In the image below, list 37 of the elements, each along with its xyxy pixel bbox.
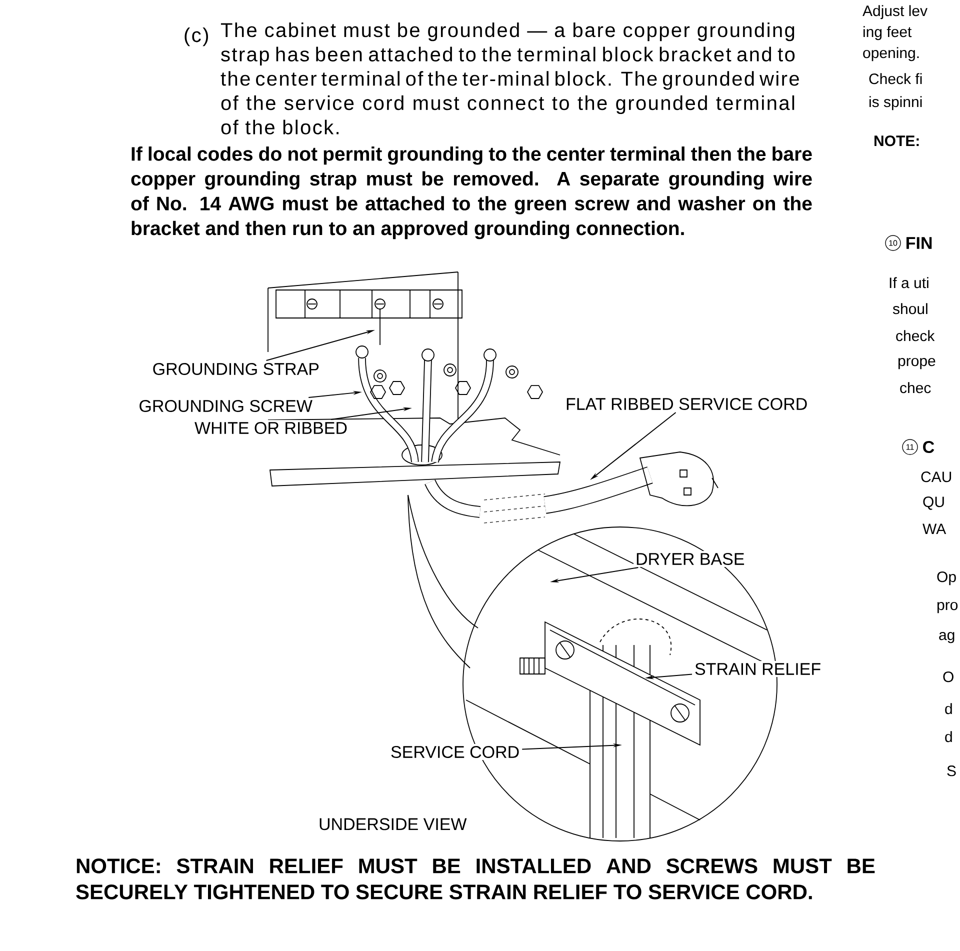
notice-text: NOTICE: STRAIN RELIEF MUST BE INSTALLED AND SCREWS MUST BE SECURELY TIGHTENED TO SECURE STRAIN RELIEF TO SERVICE CORD.	[76, 858, 875, 900]
text-fragment: check	[896, 330, 935, 342]
text-fragment: QU	[923, 496, 944, 510]
text-fragment: ag	[939, 632, 954, 644]
text-fragment: pro	[937, 602, 958, 614]
callout-label: WHITE OR RIBBED	[192, 420, 350, 436]
text-fragment: prope	[898, 358, 936, 370]
text-fragment: shoul	[892, 303, 928, 314]
text-fragment: opening.	[863, 47, 919, 62]
text-fragment: d	[945, 703, 952, 714]
callout-number: 11	[902, 439, 918, 455]
item-letter: (c)	[184, 28, 208, 46]
callout-label: DRYER BASE	[634, 551, 747, 568]
callout-label: FLAT RIBBED SERVICE CORD	[564, 396, 810, 412]
text-fragment: Op	[937, 572, 956, 586]
text-fragment: CAU	[921, 472, 952, 482]
callout-label: SERVICE CORD	[388, 744, 522, 760]
text-fragment: If a uti	[890, 277, 928, 288]
callout-number: 10	[885, 235, 901, 251]
text-fragment: d	[945, 731, 952, 742]
text-fragment: NOTE:	[874, 136, 919, 146]
text-fragment: ing feet	[864, 26, 912, 40]
view-caption: UNDERSIDE VIEW	[320, 818, 467, 830]
instruction-paragraph: If local codes do not permit grounding to the center terminal then the bare copper grounding strap must be removed. A separate grounding wire of No. 14 AWG must be attached to the green screw and washer on the bracket and then run to an approved grounding connection.	[131, 146, 812, 240]
text-fragment: S	[947, 766, 956, 776]
text-fragment: O	[943, 672, 954, 682]
text-fragment: WA	[922, 524, 946, 534]
callout-label: STRAIN RELIEF	[692, 661, 824, 678]
text-fragment: Check fi	[869, 73, 922, 84]
text-fragment: Adjust lev	[862, 5, 928, 20]
section-heading: FIN	[906, 237, 932, 249]
text-fragment: chec	[900, 382, 931, 394]
text-fragment: is spinni	[870, 96, 922, 110]
instruction-paragraph: The cabinet must be grounded — a bare copper grounding strap has been attached to the terminal block bracket and to the center terminal of the ter-minal block. The grounded wire of the service cord must connect to the grounded terminal of the block.	[220, 22, 799, 134]
callout-label: GROUNDING SCREW	[136, 398, 314, 414]
section-heading: C	[923, 440, 934, 454]
callout-label: GROUNDING STRAP	[150, 361, 322, 378]
